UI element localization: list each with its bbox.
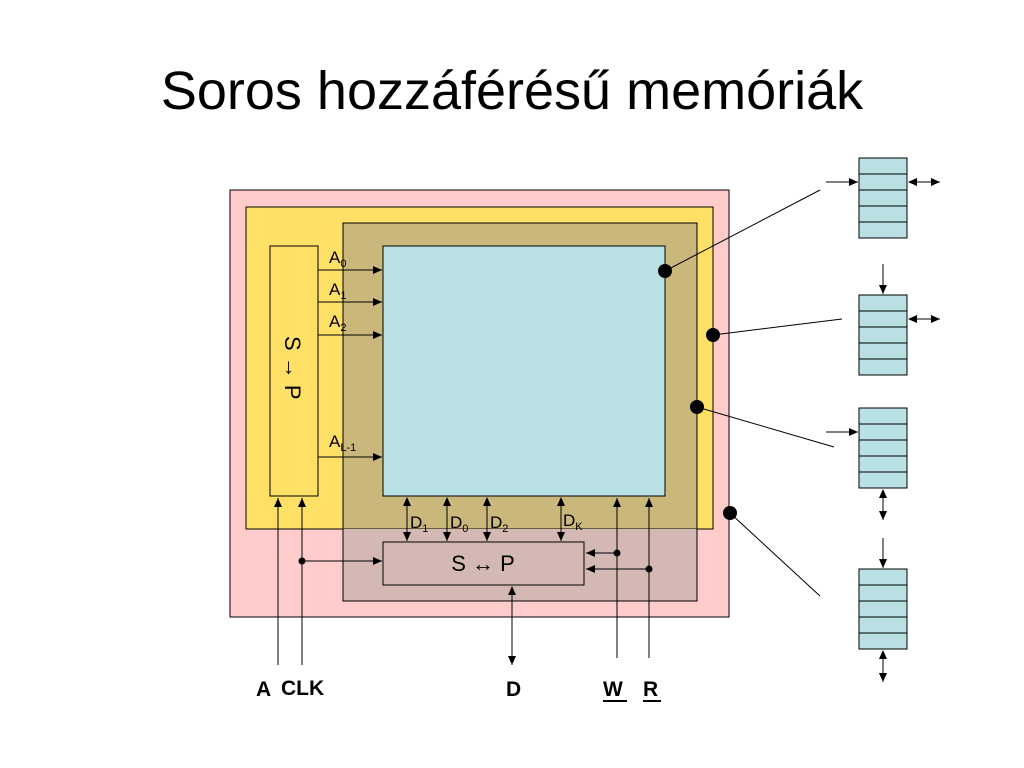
shift-register-4 — [858, 538, 908, 682]
pin-label-clk: CLK — [281, 677, 324, 700]
address-label-1: A1 — [329, 280, 346, 302]
pin-label-a: A — [256, 678, 271, 701]
sp-vertical-label: S → P — [280, 336, 305, 400]
memory-core — [382, 245, 666, 497]
sp-horizontal-box — [382, 541, 585, 586]
pin-label-d: D — [506, 678, 521, 701]
address-label-0: A0 — [329, 248, 346, 270]
address-label-3: AL-1 — [329, 432, 356, 454]
sp-horizontal-label: S ↔ P — [451, 551, 515, 576]
page-title: Soros hozzáférésű memóriák — [160, 61, 864, 121]
pin-label-r: R — [643, 678, 658, 701]
data-label-1: D0 — [450, 513, 468, 535]
sp-vertical-box — [269, 245, 319, 497]
shift-register-1 — [826, 157, 940, 239]
address-label-2: A2 — [329, 312, 346, 334]
data-label-3: DK — [563, 511, 583, 533]
data-label-2: D2 — [490, 513, 508, 535]
data-label-0: D1 — [410, 513, 428, 535]
shift-register-3 — [826, 407, 908, 520]
shift-register-2 — [858, 264, 940, 376]
pin-label-w: W — [603, 678, 623, 701]
